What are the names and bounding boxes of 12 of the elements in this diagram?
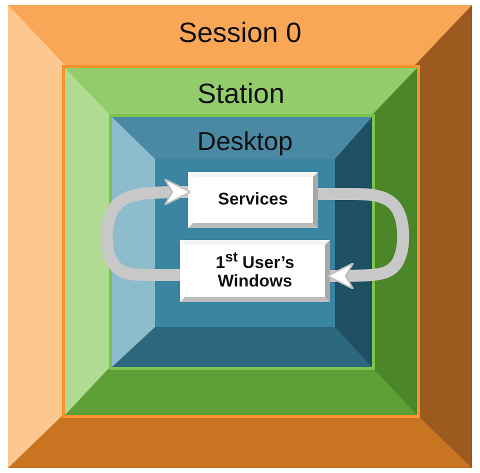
curved-arrow [317, 188, 410, 290]
frame-title: Desktop [197, 126, 293, 157]
user-windows-box [180, 240, 330, 302]
services-box [188, 172, 318, 228]
curved-arrow [100, 178, 192, 281]
session-frame [8, 5, 472, 468]
frame-title: Station [197, 78, 285, 110]
station-frame [65, 68, 417, 415]
box-label: 1$^{st}$ User’s Windows [214, 250, 296, 292]
desktop-frame [112, 117, 372, 367]
box-label: Services [217, 190, 289, 210]
frame-title: Session 0 [178, 17, 302, 49]
